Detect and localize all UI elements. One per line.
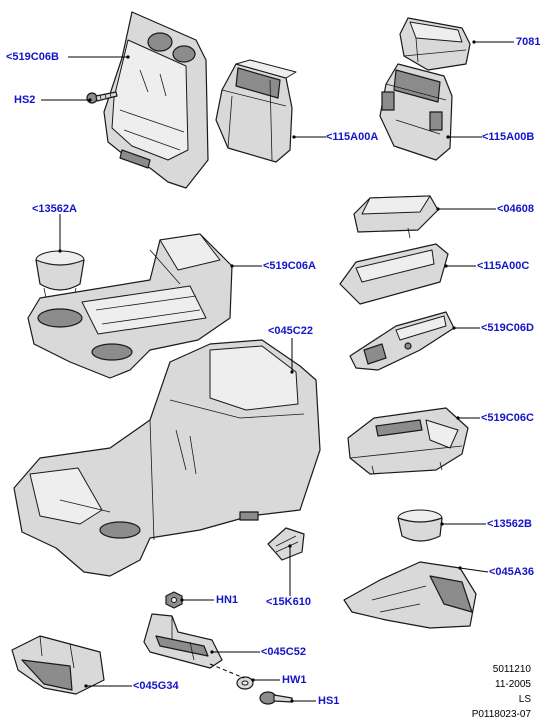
part-045c22-console	[13, 339, 321, 577]
callout-519c06b: <519C06B	[6, 51, 59, 63]
part-15k610-vent	[267, 527, 305, 561]
part-045c52-bracket	[143, 613, 223, 669]
callout-115a00c: <115A00C	[477, 260, 530, 272]
callout-04608: <04608	[497, 203, 535, 215]
callout-519c06c: <519C06C	[481, 412, 534, 424]
part-519c06b-panel	[103, 11, 209, 189]
callout-115a00a: <115A00A	[326, 131, 379, 143]
callout-hw1: HW1	[282, 674, 307, 686]
callout-hs1: HS1	[318, 695, 340, 707]
part-04608-lid	[353, 195, 439, 239]
callout-13562a: <13562A	[32, 203, 77, 215]
part-045a36-trim	[343, 561, 477, 629]
callout-7081: 7081	[516, 36, 541, 48]
part-519c06c-bezel	[347, 407, 469, 475]
callout-519c06d: <519C06D	[481, 322, 534, 334]
part-115a00a-module	[215, 59, 297, 163]
callout-045a36: <045A36	[489, 566, 534, 578]
callout-045g34: <045G34	[133, 680, 179, 692]
callout-115a00b: <115A00B	[482, 131, 535, 143]
part-hs1-screw	[259, 691, 293, 705]
callout-13562b: <13562B	[487, 518, 532, 530]
part-519c06a-housing	[27, 233, 233, 379]
plate-number: P0118023-07	[471, 709, 531, 720]
part-hw1-washer	[236, 676, 254, 690]
drafter-initials: LS	[518, 694, 531, 705]
part-13562b-cup	[397, 509, 443, 542]
callout-519c06a: <519C06A	[263, 260, 316, 272]
callout-15k610: <15K610	[266, 596, 311, 608]
part-hn1-nut	[165, 591, 183, 609]
doc-number: 5011210	[492, 664, 531, 675]
leader-lines	[41, 40, 514, 703]
part-115a00c-tray	[339, 243, 449, 305]
callout-hs2: HS2	[14, 94, 36, 106]
callout-hn1: HN1	[216, 594, 239, 606]
callout-045c52: <045C52	[261, 646, 306, 658]
callout-045c22: <045C22	[268, 325, 313, 337]
part-519c06d-panel	[349, 311, 455, 371]
part-045g34-tray	[11, 635, 105, 695]
part-115a00b-module	[379, 63, 453, 161]
part-7081-tray	[399, 17, 471, 71]
part-13562a-cup	[35, 250, 85, 299]
drawing-date: 11-2005	[495, 679, 531, 690]
